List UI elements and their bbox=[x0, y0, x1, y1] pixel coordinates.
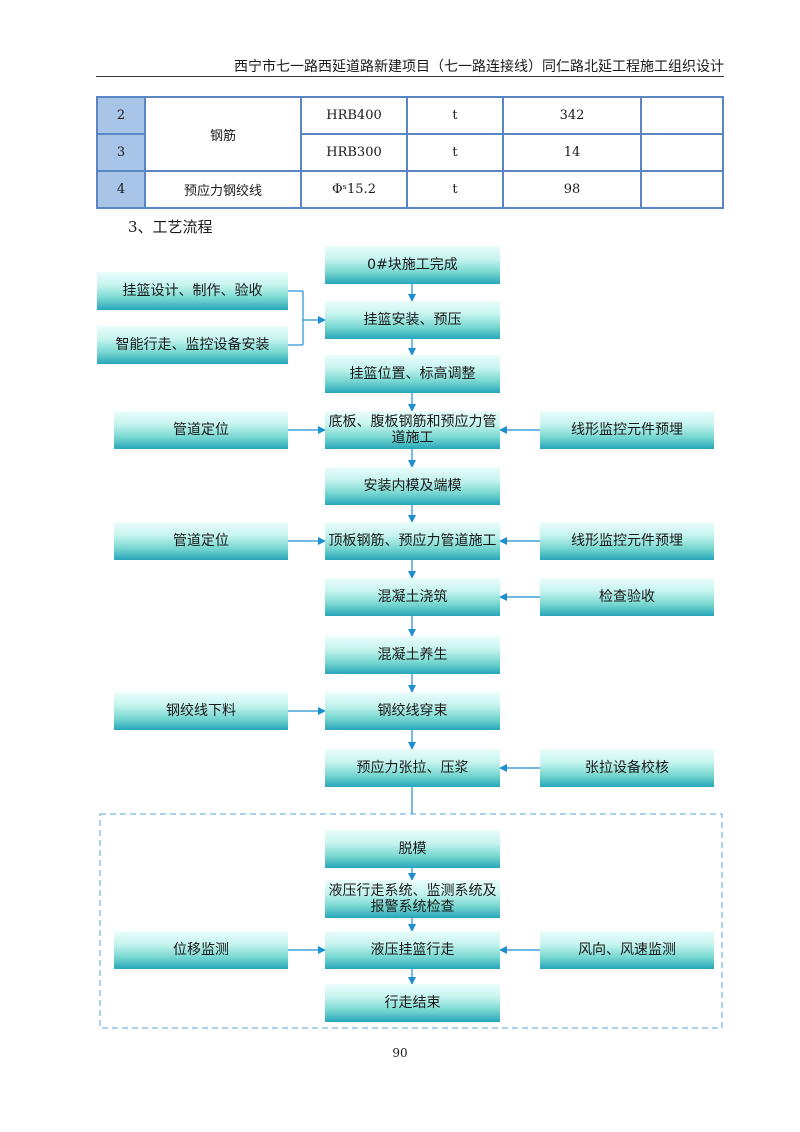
flow-input-box: 钢绞线下料 bbox=[114, 692, 288, 730]
flow-input-box: 位移监测 bbox=[114, 931, 288, 969]
table-row: 4 预应力钢绞线 Φˢ15.2 t 98 bbox=[96, 170, 724, 209]
page-header: 西宁市七一路西延道路新建项目（七一路连接线）同仁路北延工程施工组织设计 bbox=[234, 59, 724, 75]
table-cell-unit: t bbox=[406, 133, 504, 172]
materials-table: 2 钢筋 HRB400 t 342 3 HRB300 t 14 4 预应力钢绞线… bbox=[96, 96, 724, 209]
table-cell-no: 3 bbox=[96, 133, 146, 172]
table-cell-note bbox=[640, 133, 724, 172]
flow-step-box: 液压挂篮行走 bbox=[325, 931, 500, 969]
table-cell-spec: HRB300 bbox=[300, 133, 408, 172]
flow-step-box: 行走结束 bbox=[325, 984, 500, 1022]
flow-input-box: 管道定位 bbox=[114, 522, 288, 560]
flow-step-box: 0#块施工完成 bbox=[325, 246, 500, 284]
flow-step-box: 液压行走系统、监测系统及报警系统检查 bbox=[325, 880, 500, 918]
flow-input-box: 挂篮设计、制作、验收 bbox=[97, 272, 288, 310]
table-cell-note bbox=[640, 170, 724, 209]
table-cell-name: 预应力钢绞线 bbox=[144, 170, 302, 209]
flow-input-box: 线形监控元件预埋 bbox=[540, 411, 714, 449]
flow-input-box: 智能行走、监控设备安装 bbox=[97, 326, 288, 364]
table-cell-note bbox=[640, 96, 724, 135]
flow-input-box: 检查验收 bbox=[540, 578, 714, 616]
flow-input-box: 管道定位 bbox=[114, 411, 288, 449]
flow-step-box: 顶板钢筋、预应力管道施工 bbox=[325, 522, 500, 560]
flow-step-box: 预应力张拉、压浆 bbox=[325, 749, 500, 787]
table-cell-no: 4 bbox=[96, 170, 146, 209]
table-cell-qty: 98 bbox=[502, 170, 642, 209]
flow-step-box: 脱模 bbox=[325, 830, 500, 868]
table-cell-spec: HRB400 bbox=[300, 96, 408, 135]
table-cell-name: 钢筋 bbox=[144, 96, 302, 172]
flow-input-box: 线形监控元件预埋 bbox=[540, 522, 714, 560]
table-cell-unit: t bbox=[406, 170, 504, 209]
flow-step-box: 底板、腹板钢筋和预应力管道施工 bbox=[325, 411, 500, 449]
flow-input-box: 张拉设备校核 bbox=[540, 749, 714, 787]
flow-step-box: 挂篮位置、标高调整 bbox=[325, 355, 500, 393]
flow-step-box: 混凝土浇筑 bbox=[325, 578, 500, 616]
flow-step-box: 安装内模及端模 bbox=[325, 467, 500, 505]
flow-step-box: 混凝土养生 bbox=[325, 636, 500, 674]
table-cell-spec: Φˢ15.2 bbox=[300, 170, 408, 209]
page-number: 90 bbox=[392, 1046, 408, 1060]
table-cell-qty: 342 bbox=[502, 96, 642, 135]
table-cell-qty: 14 bbox=[502, 133, 642, 172]
table-row: 3 HRB300 t 14 bbox=[96, 133, 724, 172]
flow-step-box: 挂篮安装、预压 bbox=[325, 301, 500, 339]
section-title: 3、工艺流程 bbox=[128, 218, 213, 236]
flow-input-box: 风向、风速监测 bbox=[540, 931, 714, 969]
table-row: 2 钢筋 HRB400 t 342 bbox=[96, 96, 724, 172]
table-cell-no: 2 bbox=[96, 96, 146, 135]
flow-step-box: 钢绞线穿束 bbox=[325, 692, 500, 730]
header-rule bbox=[96, 76, 724, 77]
table-cell-unit: t bbox=[406, 96, 504, 135]
